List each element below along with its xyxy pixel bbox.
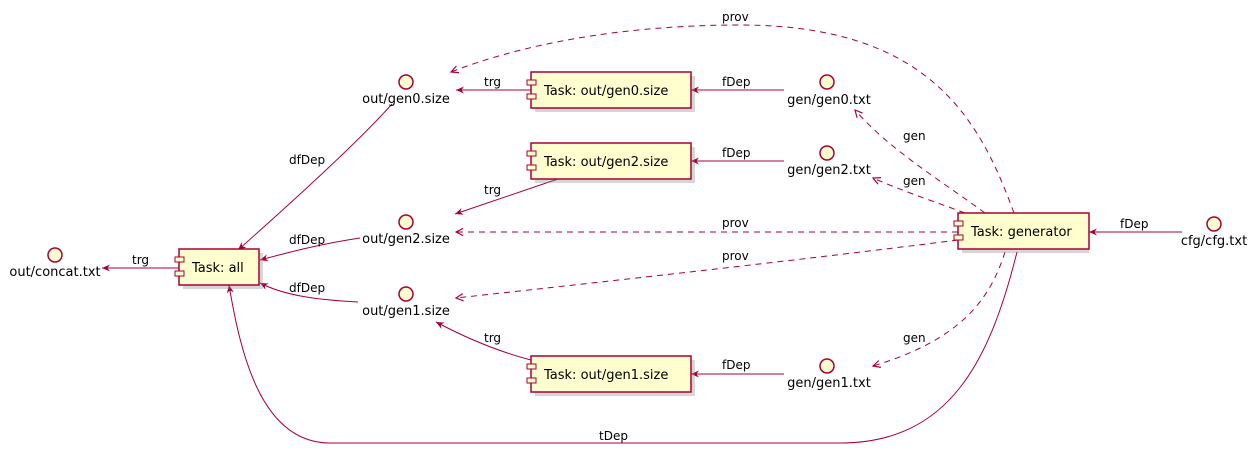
edge-labels: trg dfDep dfDep dfDep trg trg trg fDep f… — [132, 10, 1148, 443]
task-box — [530, 142, 692, 180]
task-all[interactable]: Task: all — [174, 248, 263, 289]
interface-circle-icon — [819, 74, 835, 90]
task-label-gen2-size: Task: out/gen2.size — [543, 155, 668, 170]
edge-gen-gen0 — [855, 110, 986, 214]
node-label-gen-gen2: gen/gen2.txt — [787, 163, 871, 178]
component-tab-icon — [174, 256, 185, 263]
edge-label-dfdep-gen1: dfDep — [289, 281, 325, 295]
edge-prov-gen1 — [456, 239, 959, 298]
task-box — [530, 71, 692, 109]
edge-label-gen-gen0: gen — [903, 129, 926, 143]
edge-dfdep-gen0 — [237, 103, 393, 251]
edge-dfdep-gen1 — [259, 282, 359, 303]
edge-label-gen-gen1: gen — [903, 331, 926, 345]
edge-label-prov-gen2: prov — [722, 216, 749, 230]
task-nodes: Task: all Task: out/gen0.size Task: out/… — [174, 71, 1090, 396]
edge-label-gen-gen2: gen — [903, 174, 926, 188]
node-label-out-gen2-size: out/gen2.size — [362, 232, 450, 247]
edge-trg-gen2 — [454, 178, 559, 215]
node-label-cfg: cfg/cfg.txt — [1181, 234, 1247, 249]
edge-label-trg-gen1: trg — [484, 331, 501, 345]
edge-label-prov-gen0: prov — [722, 10, 749, 24]
edge-tdep — [226, 251, 1018, 444]
edge-label-trg-gen0: trg — [484, 75, 501, 89]
task-gen1-size[interactable]: Task: out/gen1.size — [526, 355, 695, 396]
interface-circle-icon — [819, 145, 835, 161]
task-box — [178, 248, 260, 286]
interface-circle-icon — [398, 214, 414, 230]
edge-gen-gen2 — [873, 178, 966, 214]
interface-circle-icon — [1206, 216, 1222, 232]
component-tab-icon — [174, 270, 185, 277]
node-label-out-gen0-size: out/gen0.size — [362, 92, 450, 107]
node-gen-gen0[interactable]: gen/gen0.txt — [787, 74, 871, 108]
node-gen-gen1[interactable]: gen/gen1.txt — [787, 358, 871, 391]
node-cfg[interactable]: cfg/cfg.txt — [1181, 216, 1247, 249]
component-tab-icon — [526, 164, 537, 171]
interface-nodes: out/concat.txt out/gen0.size out/gen2.si… — [9, 74, 1247, 391]
interface-circle-icon — [47, 247, 63, 263]
node-out-gen2-size[interactable]: out/gen2.size — [362, 214, 450, 247]
edge-prov-gen0 — [451, 24, 1015, 214]
node-out-concat[interactable]: out/concat.txt — [9, 247, 101, 280]
edge-label-dfdep-gen0: dfDep — [289, 153, 325, 167]
edge-label-fdep-gen2: fDep — [722, 146, 750, 160]
task-label-generator: Task: generator — [970, 225, 1072, 240]
component-tab-icon — [953, 220, 964, 227]
edge-dfdep-gen2 — [259, 237, 361, 262]
component-tab-icon — [953, 234, 964, 241]
interface-circle-icon — [398, 286, 414, 302]
node-label-gen-gen0: gen/gen0.txt — [787, 93, 871, 108]
edge-label-prov-gen1: prov — [722, 249, 749, 263]
edge-trg-gen1 — [435, 321, 532, 361]
component-tab-icon — [526, 363, 537, 370]
interface-circle-icon — [819, 358, 835, 374]
edge-label-trg-gen2: trg — [484, 183, 501, 197]
component-tab-icon — [526, 93, 537, 100]
edge-label-fdep-gen0: fDep — [722, 75, 750, 89]
node-gen-gen2[interactable]: gen/gen2.txt — [787, 145, 871, 178]
node-out-gen1-size[interactable]: out/gen1.size — [362, 286, 450, 319]
node-label-gen-gen1: gen/gen1.txt — [787, 376, 871, 391]
edge-label-tdep: tDep — [599, 429, 628, 443]
node-label-out-concat: out/concat.txt — [9, 265, 100, 280]
node-out-gen0-size[interactable]: out/gen0.size — [362, 74, 450, 107]
edge-label-dfdep-gen2: dfDep — [289, 233, 325, 247]
task-generator[interactable]: Task: generator — [953, 212, 1090, 253]
task-label-gen0-size: Task: out/gen0.size — [543, 84, 668, 99]
task-gen2-size[interactable]: Task: out/gen2.size — [526, 142, 695, 183]
node-label-out-gen1-size: out/gen1.size — [362, 304, 450, 319]
component-tab-icon — [526, 79, 537, 86]
task-label-all: Task: all — [191, 261, 244, 276]
interface-circle-icon — [398, 74, 414, 90]
task-label-gen1-size: Task: out/gen1.size — [543, 368, 668, 383]
component-tab-icon — [526, 150, 537, 157]
edge-label-fdep-cfg: fDep — [1120, 217, 1148, 231]
edge-label-trg-concat: trg — [132, 253, 149, 267]
component-tab-icon — [526, 377, 537, 384]
edge-label-fdep-gen1: fDep — [722, 358, 750, 372]
task-box — [957, 212, 1090, 250]
task-box — [530, 355, 692, 393]
edge-gen-gen1 — [873, 251, 1006, 366]
edges — [102, 24, 1182, 444]
task-gen0-size[interactable]: Task: out/gen0.size — [526, 71, 695, 112]
